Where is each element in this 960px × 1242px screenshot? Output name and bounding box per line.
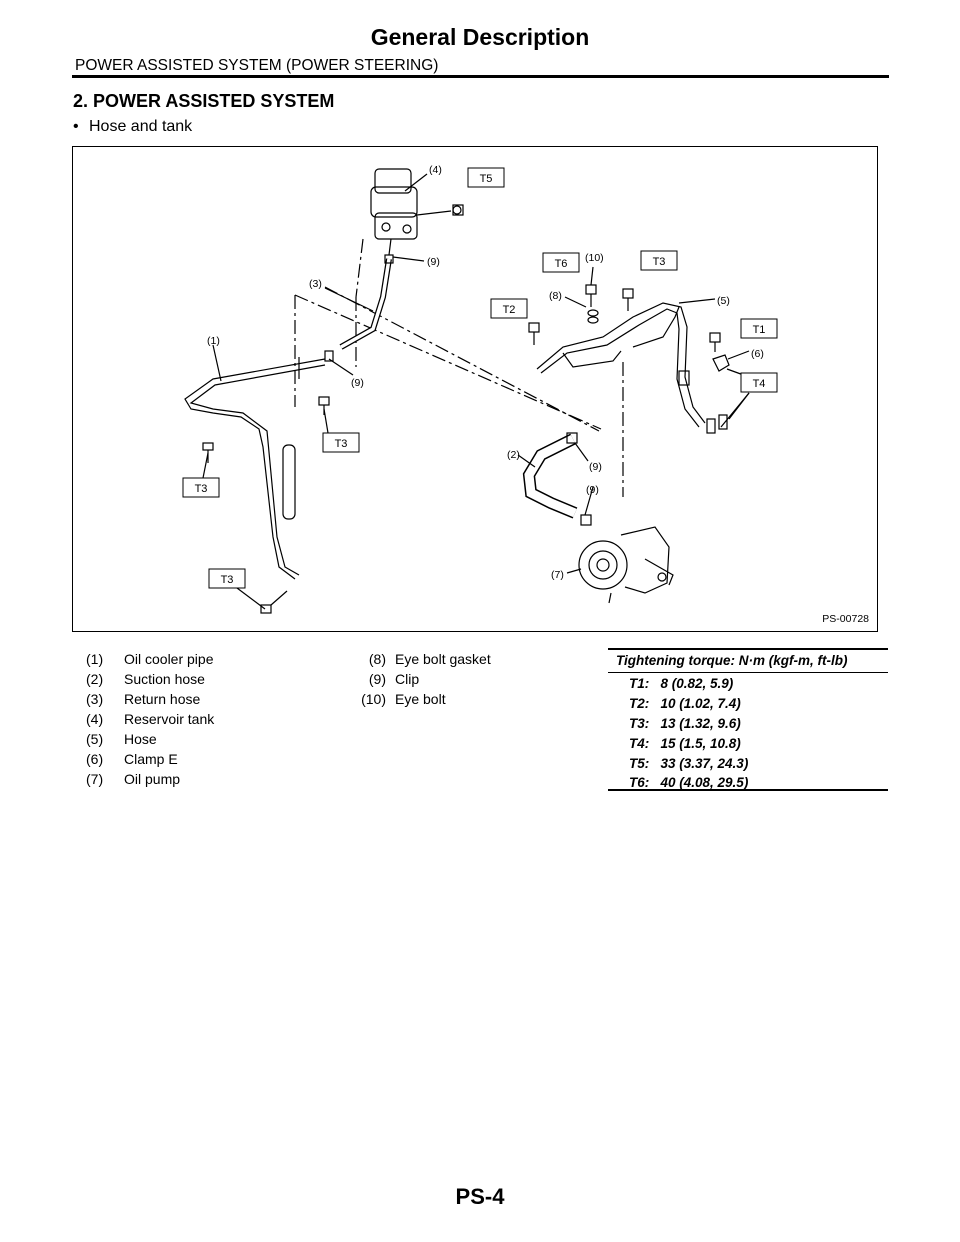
svg-text:T3: T3 — [221, 574, 234, 586]
callout-10: (10) — [585, 252, 604, 264]
diagram-drawing: T5 T6 T3 T2 T1 T4 T3 T3 T3 (4) (9) (3) (… — [182, 164, 778, 614]
callout-3: (3) — [309, 278, 322, 290]
pressure-hose — [536, 302, 706, 424]
page-number: PS-4 — [455, 1184, 505, 1209]
callout-8: (8) — [549, 290, 562, 302]
legend-row: (1)Oil cooler pipe (8)Eye bolt gasket — [86, 651, 491, 667]
legend-row: (2)Suction hose (9)Clip — [86, 671, 420, 687]
centerline-reservoir — [355, 238, 364, 298]
page-title: General Description — [370, 24, 590, 50]
bolt-t6 — [585, 284, 597, 307]
torque-table: Tightening torque: N·m (kgf-m, ft-lb) T1… — [608, 648, 888, 791]
centerline-main — [294, 294, 602, 430]
svg-text:T5: T5 — [480, 173, 493, 185]
torque-row: T3: 13 (1.32, 9.6) — [629, 716, 741, 731]
clip-suction-upper — [566, 432, 578, 444]
bolt-t3-bottom — [260, 590, 288, 614]
clip-suction-lower — [580, 514, 592, 526]
clamp-e — [712, 354, 730, 372]
torque-tag-t2: T2 — [490, 298, 528, 319]
svg-text:T3: T3 — [195, 483, 208, 495]
clip-reservoir — [384, 254, 394, 264]
figure-id: PS-00728 — [822, 613, 869, 625]
legend-row: (7)Oil pump — [86, 771, 181, 787]
callout-9-return: (9) — [351, 377, 364, 389]
reservoir-tank — [370, 168, 462, 256]
callout-2: (2) — [507, 449, 520, 461]
torque-tag-t1: T1 — [740, 318, 778, 339]
callout-7: (7) — [551, 569, 564, 581]
torque-tag-t3-top: T3 — [640, 250, 678, 271]
callout-1: (1) — [207, 335, 220, 347]
svg-text:T6: T6 — [555, 258, 568, 270]
callout-6: (6) — [751, 348, 764, 360]
torque-tag-t6: T6 — [542, 252, 580, 273]
bullet-text: Hose and tank — [89, 118, 193, 135]
legend-row: (3)Return hose (10)Eye bolt — [86, 691, 446, 707]
callout-9-suction-lower: (9) — [586, 484, 599, 496]
legend-row: (5)Hose — [86, 731, 157, 747]
torque-heading: Tightening torque: N·m (kgf-m, ft-lb) — [616, 653, 848, 668]
torque-row: T2: 10 (1.02, 7.4) — [629, 696, 741, 711]
header-divider — [72, 75, 889, 78]
torque-divider — [608, 672, 888, 673]
svg-text:T1: T1 — [753, 324, 766, 336]
callout-9-reservoir: (9) — [427, 256, 440, 268]
torque-tag-t3-bottom: T3 — [208, 568, 246, 589]
callout-4: (4) — [429, 164, 442, 176]
bolt-t3-right — [622, 288, 634, 311]
eye-bolt-gasket — [587, 309, 599, 317]
bolt-t1 — [709, 332, 721, 352]
bolt-t5 — [452, 204, 464, 216]
oil-pump — [578, 526, 674, 604]
clip-return — [324, 350, 334, 362]
hose-and-tank-diagram: T5 T6 T3 T2 T1 T4 T3 T3 T3 (4) (9) (3) (… — [72, 146, 878, 632]
svg-text:T4: T4 — [753, 378, 766, 390]
legend-row: (4)Reservoir tank — [86, 711, 215, 727]
torque-row: T6: 40 (4.08, 29.5) — [629, 775, 749, 790]
torque-tag-t3-left: T3 — [182, 477, 220, 498]
oil-cooler-pipe — [184, 358, 326, 580]
torque-row: T5: 33 (3.37, 24.3) — [629, 756, 749, 771]
bolt-t3-left — [202, 442, 214, 463]
callout-9-suction-upper: (9) — [589, 461, 602, 473]
bolt-t2 — [528, 322, 540, 345]
torque-row: T4: 15 (1.5, 10.8) — [629, 736, 741, 751]
legend-row: (6)Clamp E — [86, 751, 178, 767]
bullet-item: •Hose and tank — [73, 118, 193, 135]
centerline-return — [324, 286, 600, 432]
callout-5: (5) — [717, 295, 730, 307]
svg-text:T3: T3 — [653, 256, 666, 268]
torque-tag-t4: T4 — [740, 372, 778, 393]
section-heading: 2. POWER ASSISTED SYSTEM — [73, 91, 335, 111]
torque-tag-t3-middle: T3 — [322, 432, 360, 453]
torque-row: T1: 8 (0.82, 5.9) — [629, 676, 734, 691]
section-subtitle: POWER ASSISTED SYSTEM (POWER STEERING) — [75, 57, 439, 74]
svg-text:T3: T3 — [335, 438, 348, 450]
torque-tag-t5: T5 — [467, 167, 505, 188]
svg-text:T2: T2 — [503, 304, 516, 316]
